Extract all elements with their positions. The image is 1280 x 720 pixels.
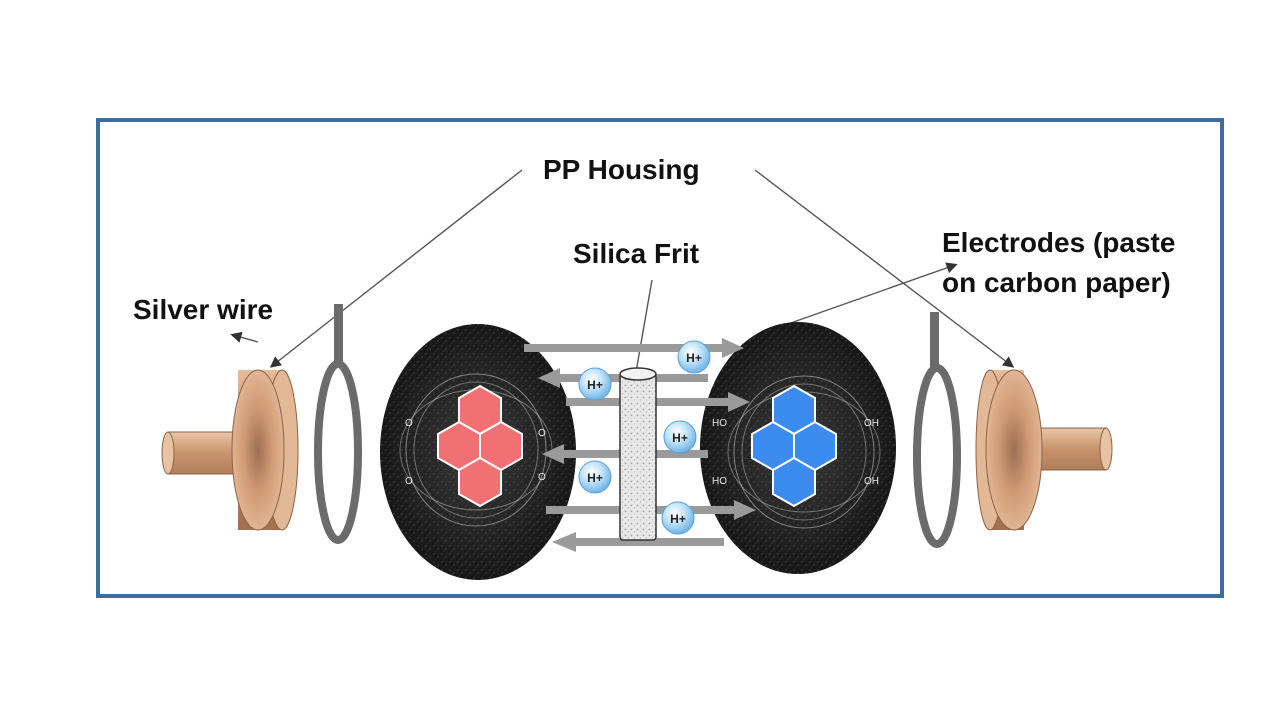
electrodes-label-line2: on carbon paper) bbox=[942, 267, 1171, 298]
hexagon bbox=[772, 456, 816, 508]
proton-bubble: H+ bbox=[578, 460, 612, 494]
left-silver-wire bbox=[314, 304, 362, 544]
proton-bubbles: H+ H+ H+ H+ H+ bbox=[578, 340, 711, 535]
proton-label: H+ bbox=[587, 471, 603, 485]
right-group-label: OH bbox=[864, 476, 879, 487]
left-hexagon-cluster bbox=[437, 384, 523, 508]
right-group-label: OH bbox=[864, 418, 879, 429]
left-housing-cap bbox=[161, 369, 299, 531]
right-housing-cap bbox=[975, 369, 1113, 531]
right-group-label: HO bbox=[712, 476, 727, 487]
hexagon bbox=[458, 456, 502, 508]
proton-bubble: H+ bbox=[663, 420, 697, 454]
leader-housing-right bbox=[754, 169, 1015, 368]
leader-electrodes bbox=[784, 262, 958, 326]
leader-silver-wire bbox=[230, 331, 259, 343]
pp-housing-label: PP Housing bbox=[543, 154, 700, 185]
leader-lines bbox=[230, 169, 1015, 373]
left-group-label: O bbox=[538, 472, 546, 483]
proton-label: H+ bbox=[686, 351, 702, 365]
right-hexagon-cluster bbox=[751, 384, 837, 508]
leader-housing-left bbox=[269, 169, 523, 368]
proton-bubble: H+ bbox=[578, 367, 612, 401]
right-silver-wire bbox=[913, 312, 961, 548]
left-group-label: O bbox=[405, 476, 413, 487]
proton-label: H+ bbox=[672, 431, 688, 445]
left-group-label: O bbox=[538, 428, 546, 439]
leader-frit bbox=[635, 279, 653, 373]
silica-frit bbox=[619, 367, 657, 541]
arrow-right-1 bbox=[524, 338, 744, 358]
proton-label: H+ bbox=[587, 378, 603, 392]
proton-label: H+ bbox=[670, 512, 686, 526]
silica-frit-label: Silica Frit bbox=[573, 238, 700, 269]
silver-wire-label: Silver wire bbox=[133, 294, 274, 325]
proton-bubble: H+ bbox=[677, 340, 711, 374]
proton-bubble: H+ bbox=[661, 501, 695, 535]
right-group-label: HO bbox=[712, 418, 727, 429]
electrodes-label-line1: Electrodes (paste bbox=[942, 227, 1176, 258]
arrow-left-3 bbox=[552, 532, 724, 552]
left-group-label: O bbox=[405, 418, 413, 429]
